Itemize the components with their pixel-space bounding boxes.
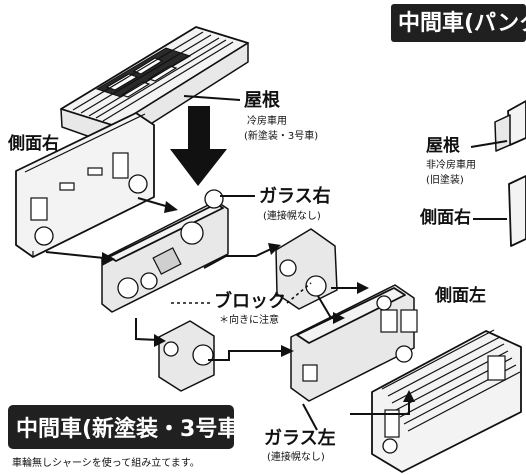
block-lower-hole-2 xyxy=(192,344,214,366)
roof-rib-1 xyxy=(72,31,204,111)
glass-right-label: ガラス右 xyxy=(259,185,331,207)
top-right-title-box xyxy=(391,4,526,42)
top-right-title: 中間車(パンタ xyxy=(391,4,526,42)
side-panel-right-hole-2 xyxy=(128,174,148,194)
glass-right-center-block xyxy=(152,247,182,275)
side-panel-right-body xyxy=(15,112,155,258)
block-lower-body xyxy=(158,320,215,392)
glass-right-part xyxy=(101,189,229,313)
arrow-glass-right-to-block xyxy=(203,247,274,269)
roof-rib-2 xyxy=(80,34,212,114)
side-panel-right xyxy=(15,112,155,258)
main-title-block: 中間車(新塗装・3号車) 車輪無しシャーシを使って組み立てます。 xyxy=(8,405,249,469)
arrowhead-glass-right-to-block-lower xyxy=(154,334,166,347)
block-lower-hole-1 xyxy=(163,341,179,357)
glass-right-round-2 xyxy=(140,272,158,290)
roof-arrow-head xyxy=(170,149,227,186)
side-panel-left-door xyxy=(384,409,400,438)
block-upper-hole-2 xyxy=(305,275,327,297)
side-panel-right-window-2 xyxy=(59,182,75,191)
side-left-label: 側面左 xyxy=(434,285,486,306)
glass-left-hole-1 xyxy=(376,295,392,311)
side-panel-right-door xyxy=(112,152,129,179)
glass-left-sublabel: (連接幌なし) xyxy=(267,450,325,463)
side-panel-right-hole-1 xyxy=(34,226,54,246)
right-roof-front xyxy=(494,114,511,152)
roof-vent-2 xyxy=(132,57,164,75)
glass-left-hole-2 xyxy=(395,345,413,363)
roof-rib-3 xyxy=(88,37,220,117)
glass-left-label: ガラス左 xyxy=(264,427,336,449)
side-panel-left-window xyxy=(487,355,506,381)
arrowhead-block-lower-to-glass-left xyxy=(281,345,294,357)
side-panel-left-stripe-1 xyxy=(387,336,501,397)
roof-label: 屋根 xyxy=(244,89,280,111)
side-panel-left-stripe-6 xyxy=(407,371,521,432)
glass-left-window-2 xyxy=(400,309,418,333)
block-label: ブロック xyxy=(214,290,286,312)
roof-right-label: 屋根 xyxy=(426,135,460,156)
side-panel-left-stripe-2 xyxy=(391,343,505,404)
side-panel-right-edge-1 xyxy=(24,113,146,173)
side-panel-left-hole xyxy=(382,438,398,454)
block-leader-right xyxy=(286,282,312,304)
arrowhead-block-upper-to-glass-left xyxy=(333,312,345,324)
roof-right-leader-line xyxy=(470,140,508,148)
bottom-note: 車輪無しシャーシを使って組み立てます。 xyxy=(12,456,200,469)
roof-rib-4 xyxy=(95,39,227,119)
roof-sublabel-2: (新塗装・3号車) xyxy=(244,129,318,142)
side-right-right-label: 側面右 xyxy=(419,207,471,228)
block-upper-hole-1 xyxy=(279,259,297,277)
right-side-partial xyxy=(508,175,526,247)
assembly-arrows xyxy=(45,197,415,415)
arrow-side-right-to-glass xyxy=(45,251,105,259)
arrow-glass-left-to-side-left xyxy=(350,398,410,415)
roof-leader-line xyxy=(183,95,241,101)
side-panel-left xyxy=(371,329,522,473)
arrow-glass-right-to-block-lower xyxy=(135,318,160,341)
roof-vent-1 xyxy=(105,73,139,91)
arrowhead-glass-left-to-side-left xyxy=(403,390,415,402)
glass-right-sublabel: (連接幌なし) xyxy=(263,209,321,222)
side-panel-right-window-3 xyxy=(87,167,103,176)
side-panel-left-top-edge xyxy=(381,329,495,390)
glass-right-round-3 xyxy=(180,221,204,245)
roof-arrow-shaft xyxy=(188,106,210,152)
side-panel-right-window-1 xyxy=(30,197,48,221)
roof-vent-4 xyxy=(147,65,178,82)
glass-right-round-1 xyxy=(117,277,139,299)
glass-left-leader-line xyxy=(302,403,318,431)
arrow-side-right-upper xyxy=(137,197,170,208)
right-side-body xyxy=(508,175,526,247)
roof-sublabel-1: 冷房車用 xyxy=(247,114,287,127)
block-sublabel: ＊向きに注意 xyxy=(219,313,279,326)
glass-left-window-3 xyxy=(302,364,318,382)
arrowhead-glass-right-to-block xyxy=(268,243,281,255)
arrow-block-lower-to-glass-left xyxy=(208,350,286,361)
glass-left-window-1 xyxy=(380,309,398,333)
arrowhead-side-right-to-glass xyxy=(102,252,115,266)
glass-right-round-4 xyxy=(204,189,224,209)
top-right-title-text: 中間車(パンタ xyxy=(398,11,526,36)
roof-right-sublabel-2: (旧塗装) xyxy=(426,173,464,186)
arrowhead-block-upper-to-right xyxy=(357,282,369,294)
roof-vent-3 xyxy=(120,81,151,98)
block-part-upper xyxy=(275,228,338,310)
roof-rib-5 xyxy=(102,41,234,122)
main-title-box xyxy=(8,405,234,449)
arrowhead-side-right-upper xyxy=(164,201,178,213)
roof-right-sublabel-1: 非冷房車用 xyxy=(426,158,476,171)
glass-left-part xyxy=(290,284,418,402)
roof-down-arrow xyxy=(170,106,227,186)
side-right-left-label: 側面右 xyxy=(7,133,59,154)
main-title-text: 中間車(新塗装・3号車) xyxy=(16,416,249,442)
roof-part xyxy=(60,26,249,147)
